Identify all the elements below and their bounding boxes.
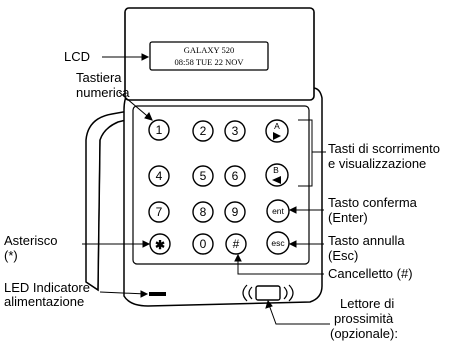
svg-text:esc: esc xyxy=(271,238,285,248)
signal-right-icon xyxy=(283,286,288,300)
key-2[interactable]: 2 xyxy=(192,120,214,142)
label-prox-line2: prossimità xyxy=(334,311,394,326)
key-panel xyxy=(132,105,310,265)
key-hash[interactable]: # xyxy=(225,233,247,255)
arrow-right-icon xyxy=(273,132,281,140)
svg-text:8: 8 xyxy=(200,205,207,219)
label-keypad-line2: numerica xyxy=(76,85,130,100)
key-4[interactable]: 4 xyxy=(148,165,170,187)
svg-text:ent: ent xyxy=(272,206,284,216)
key-7[interactable]: 7 xyxy=(148,201,170,223)
label-esc-line1: Tasto annulla xyxy=(328,233,405,248)
svg-text:B: B xyxy=(273,165,279,175)
signal-left-icon xyxy=(248,286,253,300)
key-3[interactable]: 3 xyxy=(224,120,246,142)
key-b-scroll[interactable]: B xyxy=(265,163,289,187)
svg-text:0: 0 xyxy=(200,237,207,251)
label-asterisk-line2: (*) xyxy=(4,248,18,263)
label-asterisk-line1: Asterisco xyxy=(4,233,58,248)
key-asterisk[interactable]: ✱ xyxy=(149,233,171,255)
svg-text:5: 5 xyxy=(200,169,207,183)
label-enter-line1: Tasto conferma xyxy=(328,195,417,210)
label-prox-line3: (opzionale): xyxy=(330,326,398,341)
key-6[interactable]: 6 xyxy=(224,165,246,187)
key-5[interactable]: 5 xyxy=(192,165,214,187)
label-scroll-line1: Tasti di scorrimento xyxy=(328,141,440,156)
label-scroll-line2: e visualizzazione xyxy=(328,156,427,171)
svg-text:2: 2 xyxy=(200,124,207,138)
key-a-scroll[interactable]: A xyxy=(265,119,289,143)
svg-text:7: 7 xyxy=(156,205,163,219)
key-8[interactable]: 8 xyxy=(192,201,214,223)
label-prox-line1: Lettore di xyxy=(340,296,395,311)
svg-text:#: # xyxy=(233,237,240,251)
svg-text:6: 6 xyxy=(232,169,239,183)
lcd-line-1: GALAXY 520 xyxy=(184,45,234,55)
lcd-line-2: 08:58 TUE 22 NOV xyxy=(174,57,244,67)
svg-text:✱: ✱ xyxy=(155,238,165,252)
svg-text:1: 1 xyxy=(156,123,163,137)
key-enter[interactable]: ent xyxy=(266,199,290,223)
svg-text:4: 4 xyxy=(156,169,163,183)
power-led xyxy=(149,292,166,296)
label-led-line2: alimentazione xyxy=(4,294,85,309)
callout-lines xyxy=(82,53,330,325)
label-lcd: LCD xyxy=(64,49,91,64)
label-hash: Cancelletto (#) xyxy=(328,266,413,281)
key-1[interactable]: 1 xyxy=(148,119,170,141)
arrow-left-icon xyxy=(272,176,281,184)
key-9[interactable]: 9 xyxy=(224,201,246,223)
key-esc[interactable]: esc xyxy=(266,231,290,255)
svg-text:3: 3 xyxy=(232,124,239,138)
label-esc-line2: (Esc) xyxy=(328,248,359,263)
label-keypad-line1: Tastiera xyxy=(76,70,122,85)
svg-text:A: A xyxy=(274,121,280,131)
label-led-line1: LED Indicatore xyxy=(4,280,90,295)
label-enter-line2: (Enter) xyxy=(328,210,368,225)
key-0[interactable]: 0 xyxy=(192,233,214,255)
proximity-reader xyxy=(242,284,294,302)
lcd-screen xyxy=(149,41,269,71)
svg-text:9: 9 xyxy=(232,205,239,219)
